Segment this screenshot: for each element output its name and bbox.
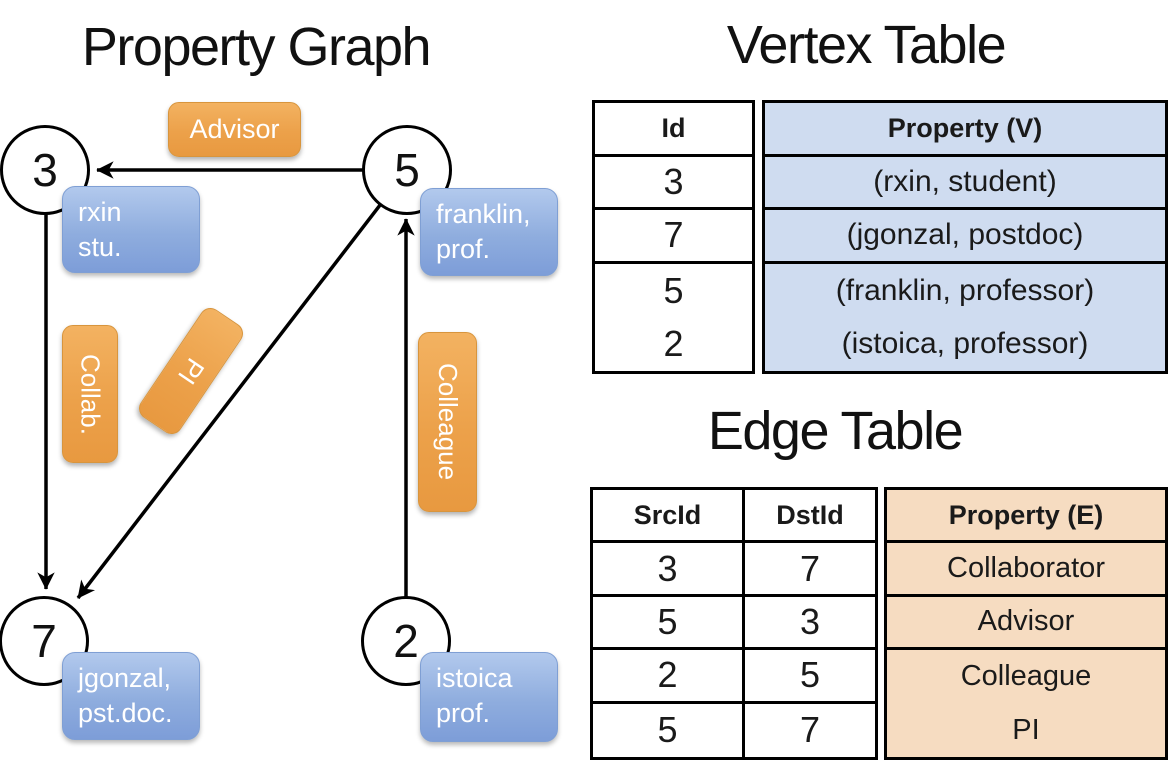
table-cell: 3 (745, 597, 875, 651)
table-cell: 2 (593, 650, 745, 704)
vertex-table-header-property: Property (V) (765, 103, 1165, 157)
node-3-id: 3 (32, 144, 58, 196)
table-cell: 7 (745, 543, 875, 597)
table-cell: 5 (745, 650, 875, 704)
vertex-prop-5-line2: prof. (436, 234, 491, 264)
edge-label-advisor: Advisor (168, 102, 301, 157)
table-cell: (rxin, student) (765, 156, 1165, 211)
edge-5-to-7 (76, 168, 409, 600)
node-5-id: 5 (394, 144, 420, 196)
property-graph-title: Property Graph (81, 17, 432, 77)
edge-table-header-property: Property (E) (887, 490, 1165, 544)
table-cell: 7 (595, 210, 752, 264)
table-cell: 3 (593, 543, 745, 597)
vertex-table: Id 3 7 5 2 Property (V) (rxin, student) … (592, 100, 1168, 374)
vertex-table-property-column: Property (V) (rxin, student) (jgonzal, p… (762, 100, 1168, 374)
vertex-prop-2-line1: istoica (436, 663, 513, 693)
vertex-table-id-column: Id 3 7 5 2 (592, 100, 755, 374)
graph-node-5: 5 (362, 125, 452, 215)
edge-table-header-dstid: DstId (745, 490, 875, 544)
vertex-prop-7-line1: jgonzal, (78, 663, 172, 693)
edge-label-colleague: Colleague (418, 332, 477, 512)
vertex-prop-box-7: jgonzal, pst.doc. (62, 652, 200, 740)
graph-edges-layer (37, 161, 415, 641)
edge-table: SrcId DstId 3 7 5 3 2 5 5 7 Property (E)… (590, 487, 1168, 760)
edge-label-collab: Collab. (62, 325, 118, 463)
table-cell: 2 (663, 323, 684, 365)
edge-table-header-srcid: SrcId (593, 490, 745, 544)
table-cell: Colleague (887, 650, 1165, 704)
vertex-prop-3-line2: stu. (78, 232, 122, 262)
table-cell: (jgonzal, postdoc) (765, 210, 1165, 264)
node-7-id: 7 (31, 615, 57, 667)
table-cell: (istoica, professor) (765, 317, 1165, 371)
table-cell: 5 (663, 269, 684, 311)
table-cell: Collaborator (887, 543, 1165, 597)
node-2-id: 2 (393, 615, 419, 667)
edge-table-id-columns: SrcId DstId 3 7 5 3 2 5 5 7 (590, 487, 878, 760)
vertex-prop-3-line1: rxin (78, 197, 122, 227)
table-cell: 5 (593, 596, 745, 651)
vertex-prop-box-3: rxin stu. (62, 186, 200, 273)
edge-table-title: Edge Table (707, 401, 964, 461)
table-cell: 3 (595, 157, 752, 211)
table-cell: PI (887, 703, 1165, 757)
vertex-prop-box-2: istoica prof. (420, 652, 558, 742)
vertex-table-header-id: Id (595, 103, 752, 157)
graph-node-2: 2 (361, 596, 451, 686)
table-cell: 7 (799, 709, 821, 751)
vertex-prop-2-line2: prof. (436, 698, 491, 728)
edge-table-property-column: Property (E) Collaborator Advisor Collea… (884, 487, 1168, 760)
vertex-prop-5-line1: franklin, (436, 199, 531, 229)
vertex-table-title: Vertex Table (726, 15, 1007, 75)
table-cell: Advisor (887, 596, 1165, 651)
table-cell: 5 (593, 703, 745, 757)
table-cell: (franklin, professor) (765, 263, 1165, 318)
vertex-prop-box-5: franklin, prof. (420, 188, 558, 276)
vertex-prop-7-line2: pst.doc. (78, 698, 173, 728)
